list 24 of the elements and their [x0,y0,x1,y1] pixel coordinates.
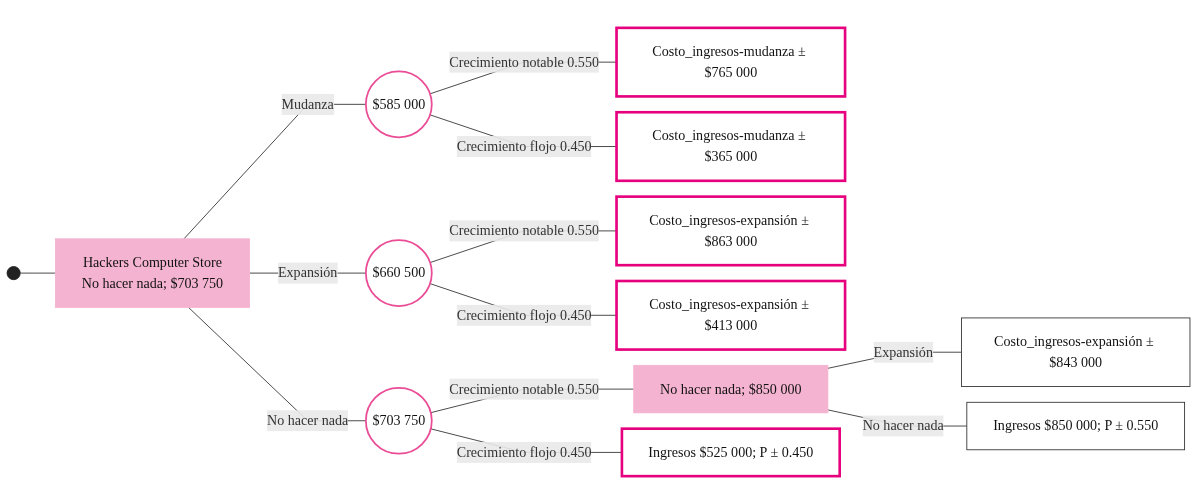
connector [19,272,56,274]
node-box: Costo_ingresos-expansión ± $843 000 [961,317,1191,387]
node-box: No hacer nada; $850 000 [633,364,829,414]
edge-label: Mudanza [281,96,334,112]
node-box: Costo_ingresos-mudanza ± $765 000 [615,26,847,98]
edge-label: Crecimiento notable 0.550 [449,222,599,238]
node-box: Costo_ingresos-mudanza ± $365 000 [615,110,847,183]
edge-label: Expansión [277,265,338,281]
edge-label: No hacer nada [267,412,349,428]
edge-label: Crecimiento notable 0.550 [449,54,599,70]
edge-label: Crecimiento flojo 0.450 [456,307,592,323]
edge-label: Crecimiento notable 0.550 [449,381,599,397]
node-box: Hackers Computer Store No hacer nada; $703 750 [54,238,250,308]
node-circle: $585 000 [365,70,433,139]
edge-label: Crecimiento flojo 0.450 [456,138,592,154]
node-box: Costo_ingresos-expansión ± $863 000 [615,195,847,267]
node-box: Ingresos $525 000; P ± 0.450 [620,427,841,478]
node-box: Costo_ingresos-expansión ± $413 000 [615,279,847,351]
edge-label: Crecimiento flojo 0.450 [456,444,592,460]
edge-label: Expansión [873,344,933,360]
edge-label: No hacer nada [862,418,944,434]
node-box: Ingresos $850 000; P ± 0.550 [966,401,1185,451]
node-circle: $703 750 [365,386,433,455]
node-circle: $660 500 [365,239,433,307]
